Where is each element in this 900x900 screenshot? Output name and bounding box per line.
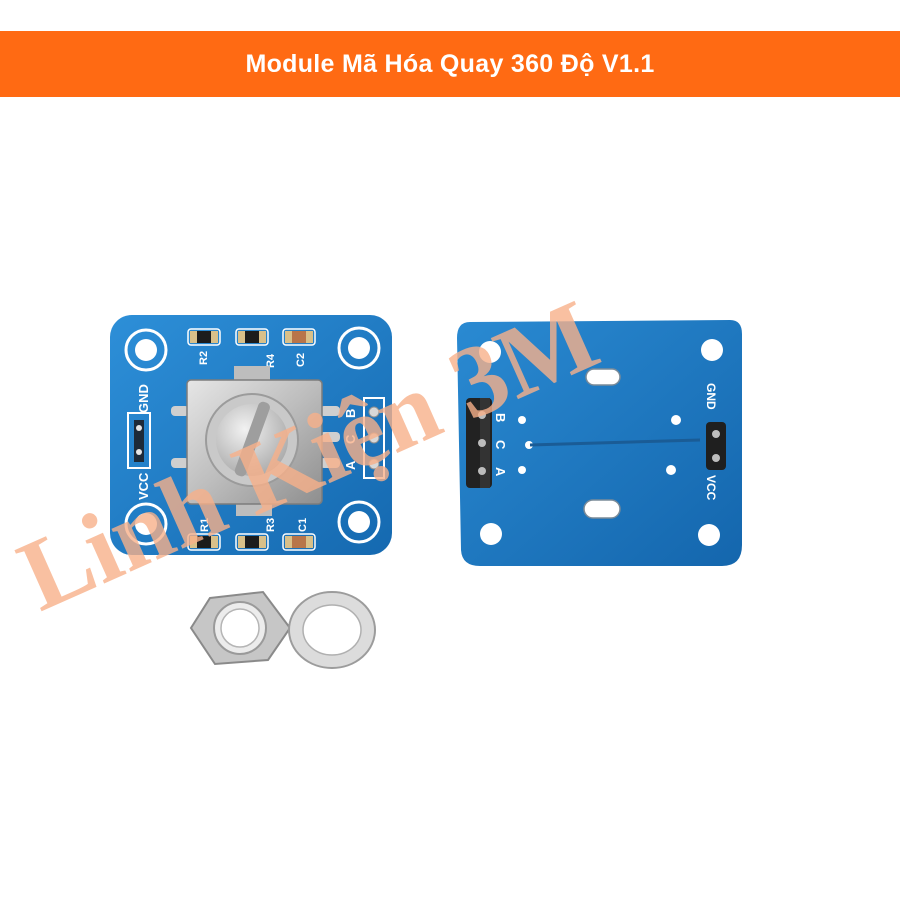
smd-resistor-r3 <box>235 533 269 551</box>
hex-nut <box>189 590 292 666</box>
label-gnd-front: GND <box>136 384 151 413</box>
slot-hole <box>583 499 621 519</box>
power-header-front <box>127 412 151 469</box>
label-vcc-front: VCC <box>136 472 151 500</box>
label-b-back: B <box>493 413 508 422</box>
signal-header-back <box>466 398 492 488</box>
mounting-hole <box>480 523 502 545</box>
label-a-back: A <box>493 467 508 477</box>
mounting-hole <box>337 326 381 370</box>
washer <box>288 591 376 669</box>
smd-resistor-r1 <box>187 533 221 551</box>
label-r1: R1 <box>199 518 211 532</box>
smd-capacitor-c2 <box>282 328 316 346</box>
mounting-hole <box>124 502 168 546</box>
front-pcb-board: R2 R4 C2 R1 R3 C1 <box>110 315 392 555</box>
label-r2: R2 <box>198 351 210 365</box>
label-b-front: B <box>343 409 358 418</box>
slot-hole <box>585 368 621 386</box>
label-gnd-back: GND <box>704 383 718 410</box>
mounting-hole <box>479 341 501 363</box>
back-pcb-board: B C A GND VCC <box>457 320 742 566</box>
label-r4: R4 <box>265 353 277 368</box>
banner-title: Module Mã Hóa Quay 360 Độ V1.1 <box>245 49 655 78</box>
label-c2: C2 <box>295 353 307 367</box>
label-c1: C1 <box>297 518 309 532</box>
smd-resistor-r2 <box>187 328 221 346</box>
label-vcc-back: VCC <box>704 475 718 501</box>
mounting-hole <box>698 524 720 546</box>
label-c-front: C <box>343 434 358 444</box>
label-c-back: C <box>493 440 508 450</box>
label-r3: R3 <box>265 518 277 532</box>
signal-header-front <box>363 397 385 479</box>
mounting-hole <box>701 339 723 361</box>
rotary-encoder-body <box>171 366 340 516</box>
smd-resistor-r4 <box>235 328 269 346</box>
smd-capacitor-c1 <box>282 533 316 551</box>
power-header-back <box>706 422 726 470</box>
mounting-hole <box>124 328 168 372</box>
label-a-front: A <box>343 460 358 470</box>
mounting-hole <box>337 500 381 544</box>
title-banner: Module Mã Hóa Quay 360 Độ V1.1 <box>0 31 900 97</box>
